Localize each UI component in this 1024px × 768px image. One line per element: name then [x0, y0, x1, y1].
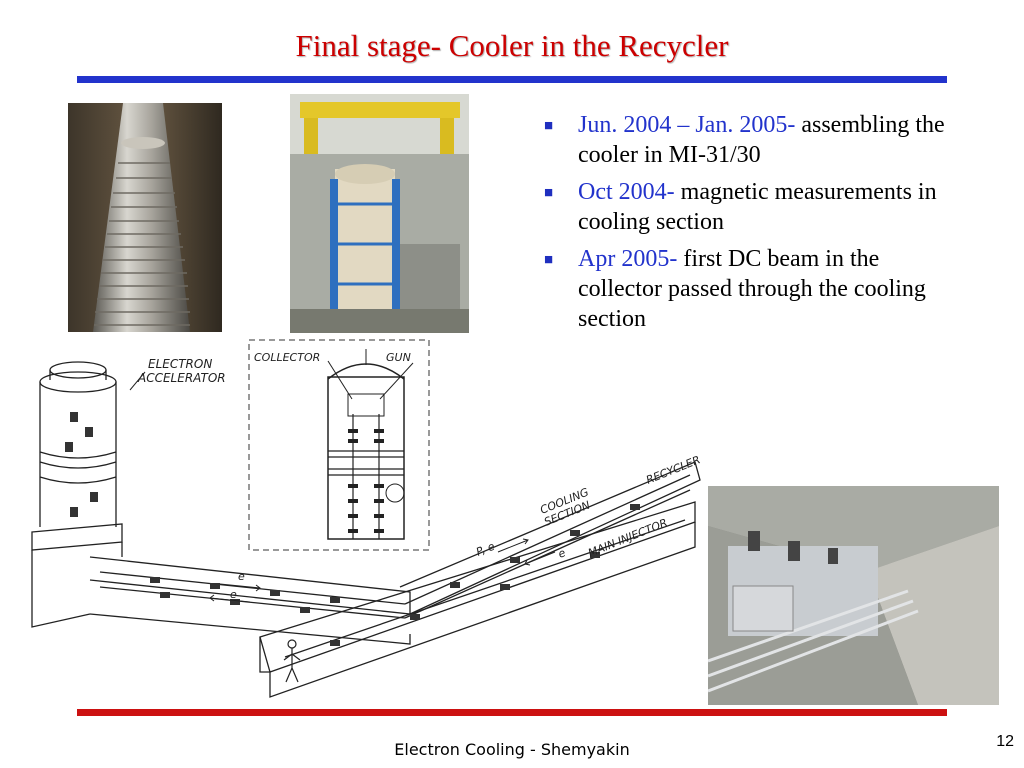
- electron-direction-label-forward: e: [238, 570, 245, 583]
- bullet-date: Oct 2004-: [578, 179, 675, 205]
- collector-gun-drawing: COLLECTOR GUN: [248, 339, 430, 551]
- bullet-date: Apr 2005-: [578, 246, 678, 272]
- square-bullet-icon: ■: [544, 185, 554, 201]
- pbar-e-label: P, e: [474, 540, 497, 559]
- slide-title: Final stage- Cooler in the Recycler: [295, 28, 729, 63]
- bullet-item: ■ Oct 2004- magnetic measurements in coo…: [540, 177, 950, 237]
- top-divider: [77, 76, 947, 83]
- bullet-text: magnetic measurements in cooling section: [578, 179, 937, 235]
- bullet-text: first DC beam in the collector passed th…: [578, 246, 926, 332]
- bullet-text: assembling the cooler in MI-31/30: [578, 112, 945, 168]
- bullet-date: Jun. 2004 – Jan. 2005-: [578, 112, 796, 138]
- photo-tunnel-cooling-section: [708, 486, 999, 705]
- square-bullet-icon: ■: [544, 252, 554, 268]
- bullet-item: ■ Jun. 2004 – Jan. 2005- assembling the …: [540, 110, 950, 170]
- bullet-list: ■ Jun. 2004 – Jan. 2005- assembling the …: [540, 110, 950, 341]
- bullet-item: ■ Apr 2005- first DC beam in the collect…: [540, 244, 950, 334]
- facility-isometric-drawing: ELECTRON ACCELERATOR RECYCLER COOLING SE…: [30, 352, 710, 702]
- electron-accelerator-label-line2: ACCELERATOR: [137, 371, 226, 385]
- recycler-label: RECYCLER: [644, 453, 702, 486]
- page-number: 12: [996, 733, 1014, 750]
- electron-direction-label-return: e: [230, 588, 237, 601]
- gun-label: GUN: [386, 351, 411, 364]
- photo-cooler-hall: [290, 94, 469, 333]
- square-bullet-icon: ■: [544, 118, 554, 134]
- electron-direction-label-cooling: e: [556, 546, 567, 561]
- slide-footer: Electron Cooling - Shemyakin: [394, 740, 630, 759]
- collector-label: COLLECTOR: [254, 351, 320, 364]
- electron-accelerator-label-line1: ELECTRON: [148, 357, 212, 371]
- photo-accelerator-column: [68, 103, 222, 332]
- bottom-divider: [77, 709, 947, 716]
